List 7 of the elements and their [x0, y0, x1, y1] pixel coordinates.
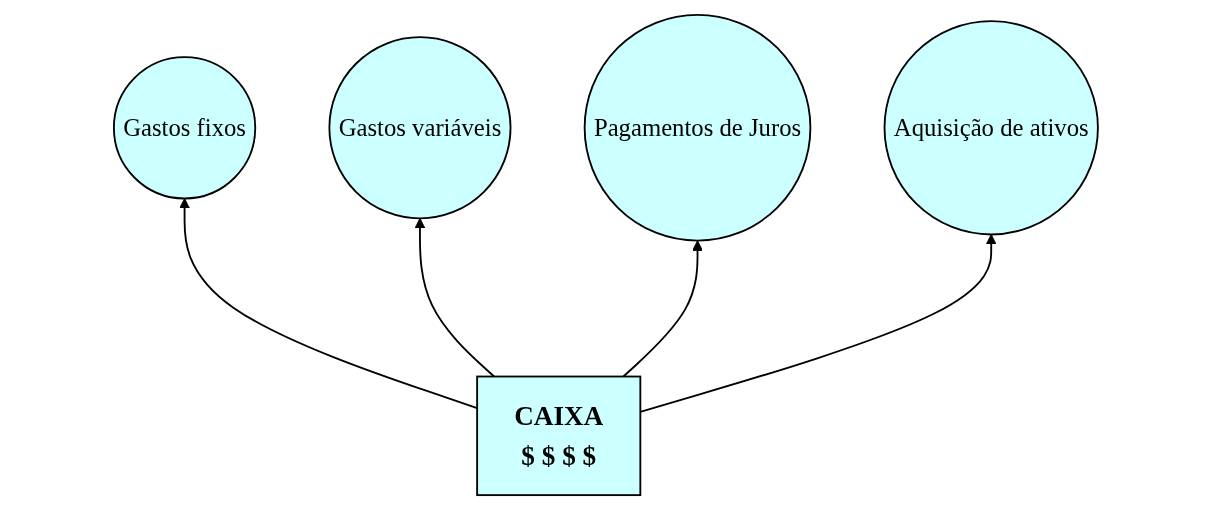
node-circle: Pagamentos de Juros	[583, 13, 812, 242]
arrow	[622, 240, 704, 378]
node-circle: Gastos fixos	[113, 56, 257, 200]
arrow	[414, 217, 496, 378]
node-box: CAIXA $ $ $ $	[476, 375, 642, 497]
node-circle: Aquisição de ativos	[883, 20, 1099, 236]
node-circle: Gastos variáveis	[328, 36, 512, 220]
